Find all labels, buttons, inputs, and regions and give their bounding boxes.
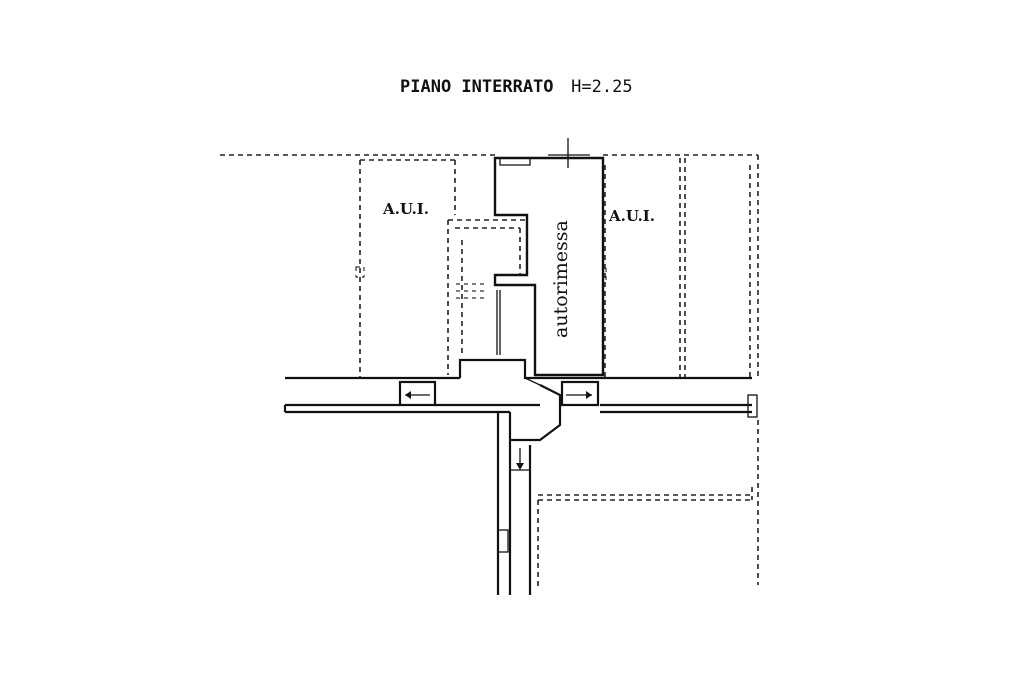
- corridor-walls: [283, 358, 758, 595]
- plan-title: PIANO INTERRATO H=2.25: [400, 77, 633, 97]
- label-aui-left: A.U.I.: [382, 200, 429, 218]
- arrow-right-icon: [586, 391, 592, 399]
- door-left: [398, 380, 437, 407]
- adjacent-properties-outline: [220, 154, 759, 590]
- garage-unit: [493, 138, 605, 377]
- floor-height: H=2.25: [571, 77, 632, 97]
- door-down: [516, 448, 524, 470]
- arrow-left-icon: [405, 391, 411, 399]
- arrow-down-icon: [516, 463, 524, 470]
- label-aui-right: A.U.I.: [608, 207, 655, 225]
- label-autorimessa: autorimessa: [550, 220, 572, 338]
- floor-name: PIANO INTERRATO: [400, 77, 554, 97]
- door-right: [560, 380, 600, 407]
